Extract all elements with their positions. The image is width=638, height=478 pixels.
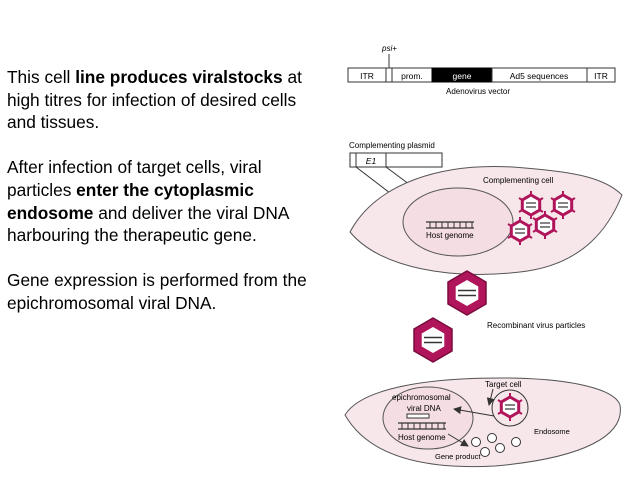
- gene-product-circles: [471, 433, 521, 457]
- segment-promoter: prom.: [401, 71, 423, 81]
- dna-ladder-complementing: [426, 221, 474, 229]
- particles-label: Recombinant virus particles: [487, 321, 585, 330]
- plasmid-bar: E1: [349, 152, 443, 168]
- segment-gene: gene: [453, 71, 472, 81]
- target-cell-label: Target cell: [485, 380, 522, 389]
- segment-itr-left: ITR: [360, 71, 374, 81]
- endosome-label: Endosome: [534, 427, 570, 436]
- paragraph-infection: After infection of target cells, viral p…: [7, 156, 325, 246]
- paragraph-expression: Gene expression is performed from the ep…: [7, 270, 307, 313]
- virus-particle-large: [413, 317, 453, 363]
- slide-text: This cell line produces viralstocks at h…: [7, 66, 325, 315]
- dna-ladder-target: [398, 422, 446, 430]
- vector-caption: Adenovirus vector: [446, 87, 510, 96]
- p2-text-a: After infection of target cells, viral p…: [7, 157, 262, 200]
- p2-text-c: and deliver the viral DNA harbouring the…: [7, 202, 289, 246]
- complementing-host-genome: Host genome: [426, 231, 474, 240]
- viral-dna-block: [406, 413, 430, 419]
- segment-ad5: Ad5 sequences: [510, 71, 569, 81]
- p2-text-bold: enter the cytoplasmic endosome: [7, 179, 254, 223]
- segment-itr-right: ITR: [594, 71, 608, 81]
- p1-text-bold: line produces viralstocks: [75, 67, 283, 87]
- target-host-genome: Host genome: [398, 433, 446, 442]
- complementing-cell-label: Complementing cell: [483, 176, 553, 185]
- gene-product-label: Gene product: [435, 452, 481, 461]
- plasmid-e1: E1: [366, 156, 377, 166]
- plasmid-caption: Complementing plasmid: [349, 141, 435, 150]
- p1-text-a: This cell: [7, 67, 76, 87]
- paragraph-cell-line: This cell line produces viralstocks at h…: [7, 66, 325, 134]
- p1-text-c: at high titres for infection of desired …: [7, 67, 302, 133]
- psi-label: psi+: [381, 44, 397, 53]
- viral-dna-label: epichromosomal viral DNA: [392, 393, 453, 413]
- virus-particle-large: [447, 270, 487, 316]
- vector-bar: ITR prom. gene Ad5 sequences ITR: [347, 67, 616, 83]
